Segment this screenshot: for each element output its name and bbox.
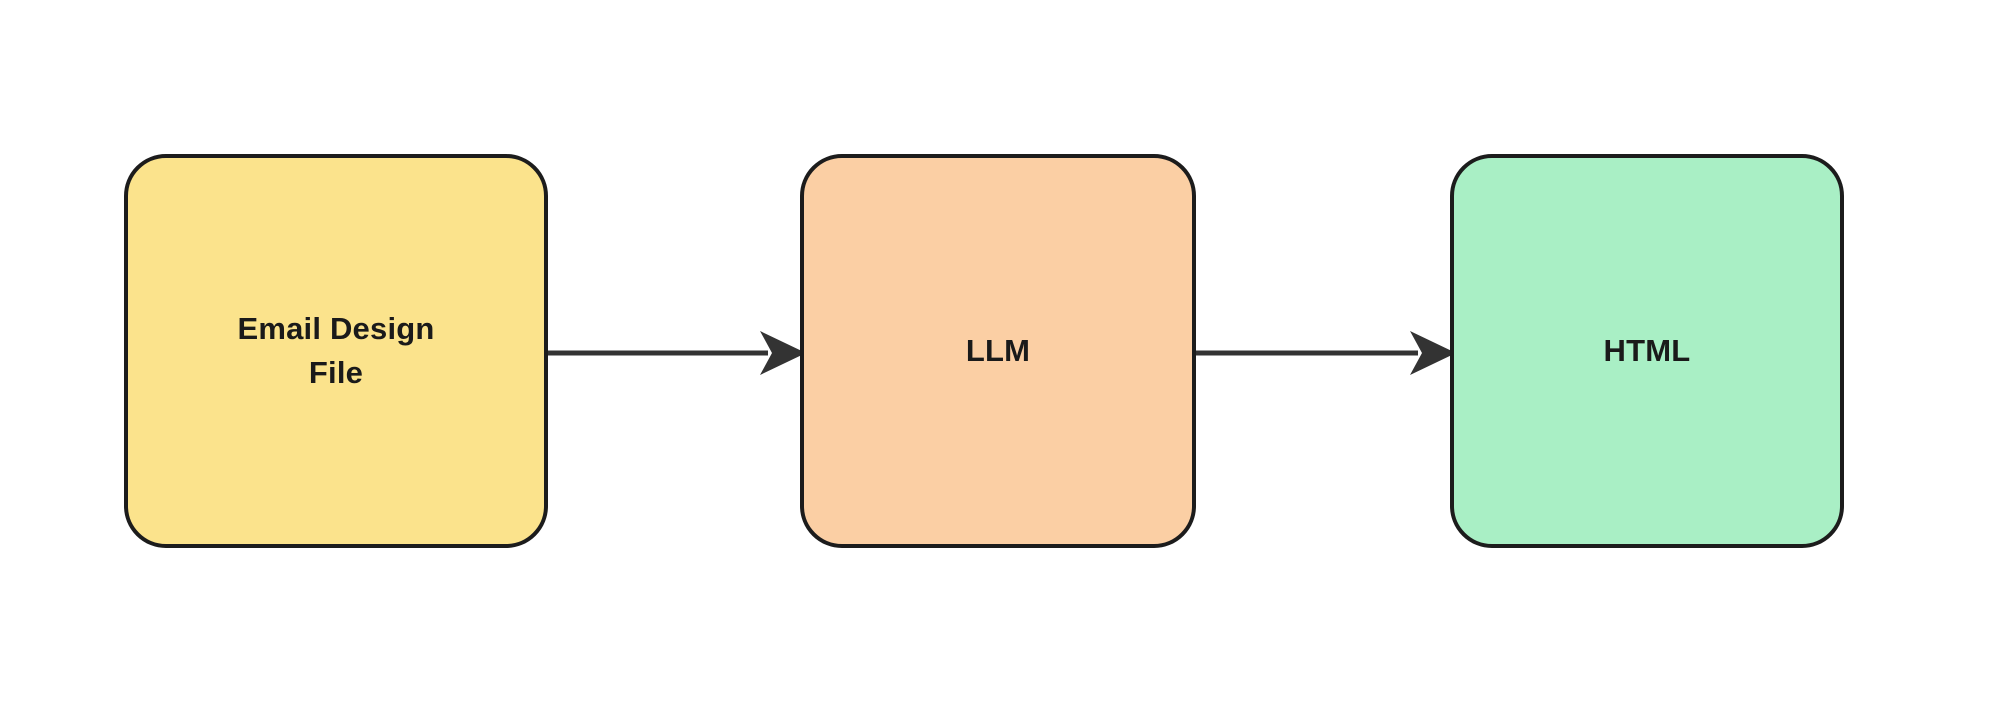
node-email-design-file-label: Email Design File xyxy=(237,310,435,390)
node-html-label: HTML xyxy=(1603,332,1691,368)
node-llm[interactable]: LLM xyxy=(800,154,1196,548)
node-email-design-file[interactable]: Email Design File xyxy=(124,154,548,548)
node-html[interactable]: HTML xyxy=(1450,154,1844,548)
node-llm-label: LLM xyxy=(965,332,1031,368)
arrow-head-icon xyxy=(760,331,806,375)
arrow-head-icon xyxy=(1410,331,1456,375)
arrow-llm-to-html xyxy=(1196,331,1456,375)
arrow-email-design-file-to-llm xyxy=(548,331,806,375)
